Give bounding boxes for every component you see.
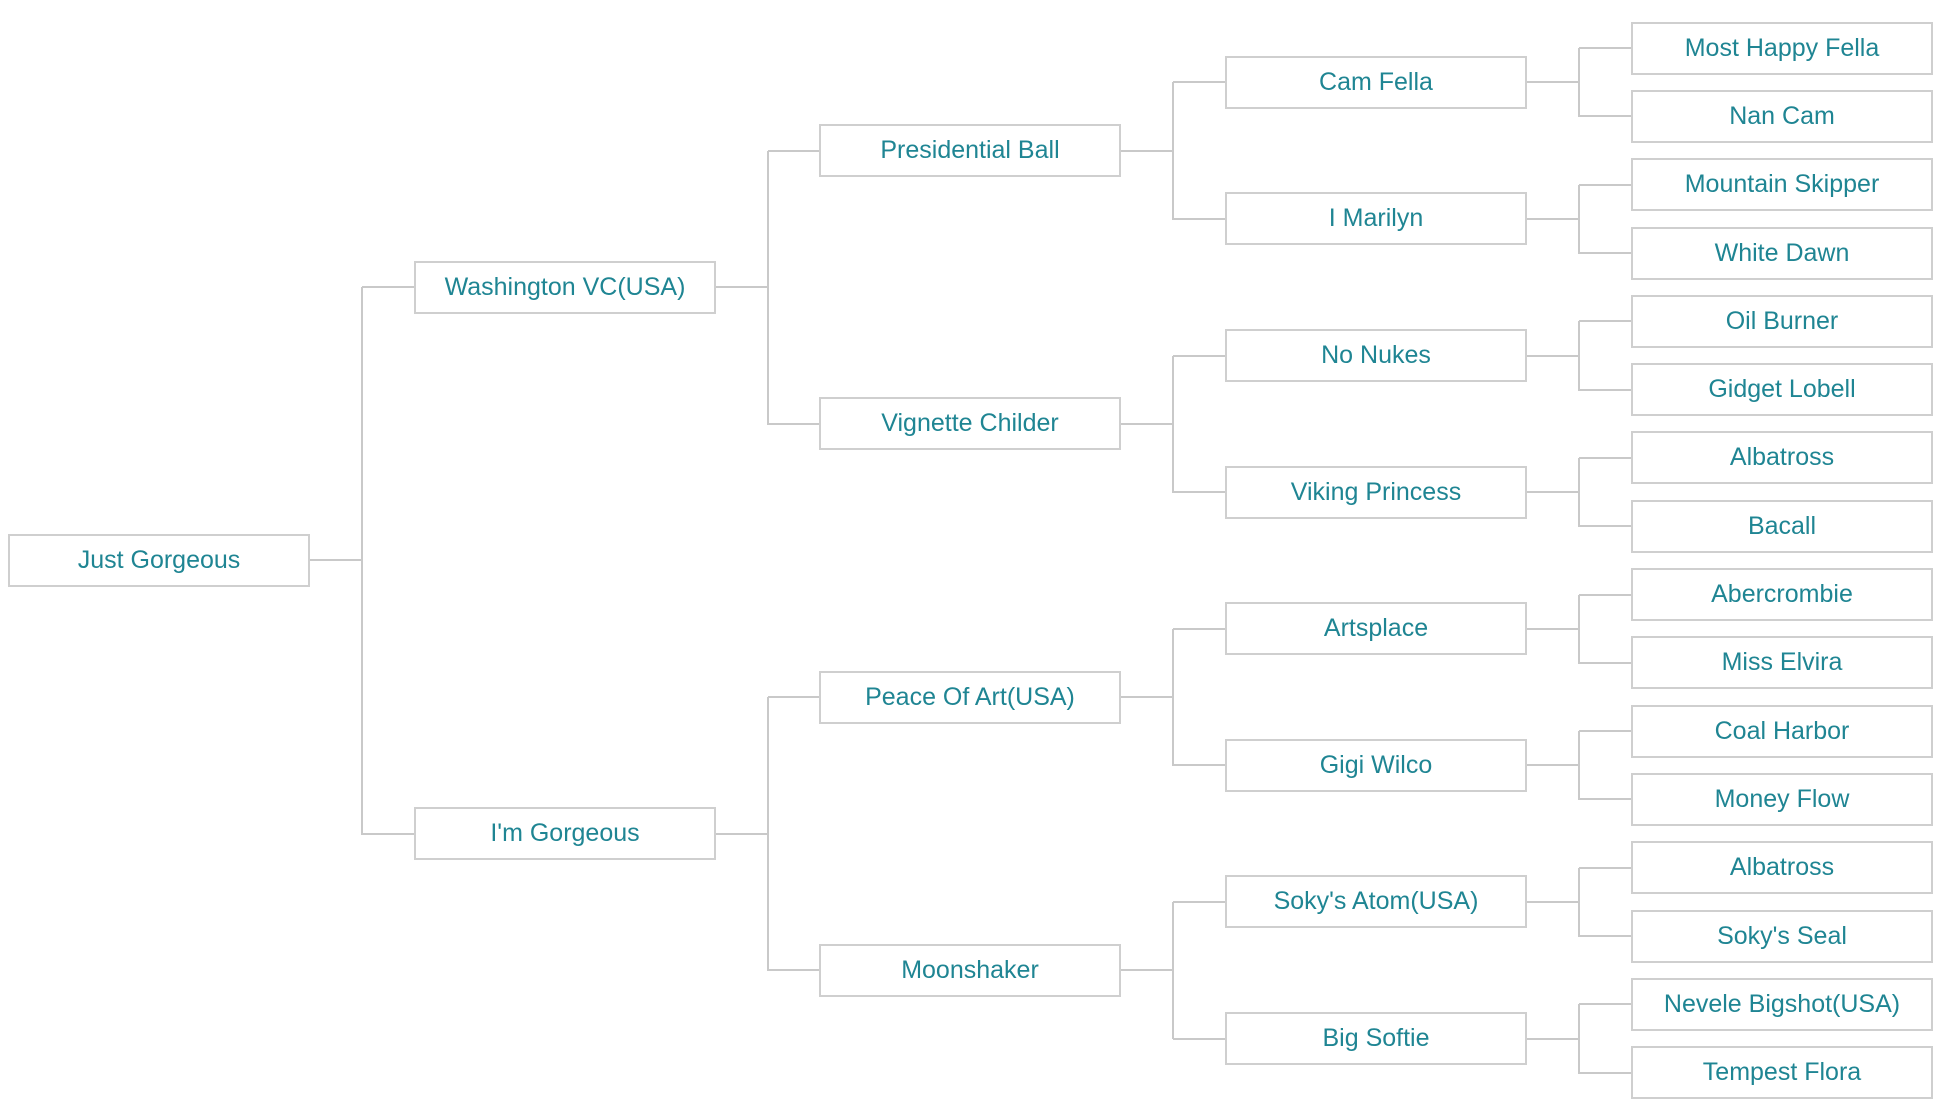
ancestor-gen4[interactable]: Most Happy Fella <box>1631 21 1933 75</box>
connector-line <box>1578 48 1580 118</box>
connector-line <box>1579 388 1631 391</box>
ancestor-gen2[interactable]: Peace Of Art(USA) <box>819 670 1121 724</box>
connector-line <box>1173 900 1225 903</box>
connector-line <box>1173 627 1225 630</box>
connector-line <box>1173 81 1225 84</box>
connector-line <box>1579 730 1631 733</box>
ancestor-gen3[interactable]: Gigi Wilco <box>1225 738 1527 792</box>
connector-line <box>768 696 819 698</box>
connector-line <box>1173 491 1225 494</box>
connector-line <box>1527 1037 1579 1040</box>
ancestor-gen4[interactable]: Oil Burner <box>1631 294 1933 348</box>
connector-line <box>1578 184 1580 255</box>
ancestor-gen3[interactable]: I Marilyn <box>1225 192 1527 246</box>
ancestor-gen4[interactable]: Miss Elvira <box>1631 636 1933 690</box>
ancestor-gen4[interactable]: Albatross <box>1631 431 1933 485</box>
connector-line <box>1579 661 1631 664</box>
connector-line <box>362 832 414 835</box>
connector-line <box>768 149 819 152</box>
connector-line <box>1579 252 1631 255</box>
ancestor-gen3[interactable]: Soky's Atom(USA) <box>1225 875 1527 929</box>
connector-line <box>1579 866 1631 869</box>
connector-line <box>1173 354 1225 357</box>
connector-line <box>1173 1037 1225 1040</box>
connector-line <box>1579 456 1631 459</box>
connector-line <box>716 286 768 289</box>
connector-line <box>361 287 363 835</box>
ancestor-gen3[interactable]: Cam Fella <box>1225 55 1527 109</box>
connector-line <box>1578 731 1580 801</box>
connector-line <box>1527 354 1579 357</box>
connector-line <box>1579 593 1631 596</box>
connector-line <box>1527 900 1579 903</box>
connector-line <box>716 832 768 835</box>
ancestor-gen3[interactable]: No Nukes <box>1225 329 1527 382</box>
connector-line <box>1527 217 1579 220</box>
connector-line <box>767 150 769 425</box>
ancestor-gen2[interactable]: Vignette Childer <box>819 397 1121 451</box>
connector-line <box>1172 901 1174 1040</box>
connector-line <box>1579 935 1631 938</box>
ancestor-gen4[interactable]: Albatross <box>1631 841 1933 895</box>
subject-horse[interactable]: Just Gorgeous <box>8 533 310 587</box>
connector-line <box>310 559 362 562</box>
connector-line <box>1579 798 1631 801</box>
connector-line <box>1172 628 1174 767</box>
connector-line <box>767 697 769 972</box>
ancestor-gen4[interactable]: Gidget Lobell <box>1631 363 1933 417</box>
connector-line <box>1579 320 1631 323</box>
ancestor-gen3[interactable]: Viking Princess <box>1225 465 1527 519</box>
ancestor-gen4[interactable]: Nan Cam <box>1631 89 1933 143</box>
connector-line <box>1121 696 1173 698</box>
connector-line <box>1121 969 1173 972</box>
ancestor-gen4[interactable]: Tempest Flora <box>1631 1046 1933 1100</box>
connector-line <box>1527 491 1579 494</box>
connector-line <box>1578 1004 1580 1074</box>
connector-line <box>1578 594 1580 664</box>
ancestor-gen4[interactable]: Bacall <box>1631 499 1933 553</box>
ancestor-gen4[interactable]: Coal Harbor <box>1631 704 1933 758</box>
connector-line <box>362 286 414 289</box>
connector-line <box>1579 1003 1631 1006</box>
ancestor-gen4[interactable]: Soky's Seal <box>1631 909 1933 963</box>
ancestor-gen3[interactable]: Big Softie <box>1225 1012 1527 1065</box>
connector-line <box>1173 764 1225 767</box>
connector-line <box>1579 47 1631 50</box>
connector-line <box>1527 627 1579 630</box>
connector-line <box>1121 422 1173 425</box>
connector-line <box>1172 355 1174 494</box>
connector-line <box>1121 149 1173 152</box>
connector-line <box>1173 217 1225 220</box>
ancestor-gen4[interactable]: Money Flow <box>1631 772 1933 826</box>
connector-line <box>1527 81 1579 84</box>
connector-line <box>1172 82 1174 220</box>
connector-line <box>1579 115 1631 118</box>
connector-line <box>1579 183 1631 186</box>
ancestor-gen4[interactable]: Abercrombie <box>1631 568 1933 622</box>
ancestor-gen2[interactable]: Presidential Ball <box>819 124 1121 178</box>
ancestor-gen4[interactable]: Nevele Bigshot(USA) <box>1631 977 1933 1031</box>
ancestor-gen4[interactable]: Mountain Skipper <box>1631 158 1933 212</box>
ancestor-gen2[interactable]: Moonshaker <box>819 943 1121 997</box>
ancestor-gen3[interactable]: Artsplace <box>1225 602 1527 656</box>
connector-line <box>1579 1071 1631 1074</box>
connector-line <box>1579 525 1631 528</box>
ancestor-gen1[interactable]: Washington VC(USA) <box>414 260 716 314</box>
connector-line <box>768 422 819 425</box>
connector-line <box>1578 321 1580 391</box>
ancestor-gen1[interactable]: I'm Gorgeous <box>414 807 716 861</box>
connector-line <box>1527 764 1579 767</box>
ancestor-gen4[interactable]: White Dawn <box>1631 226 1933 280</box>
connector-line <box>1578 457 1580 528</box>
connector-line <box>1578 867 1580 938</box>
connector-line <box>768 969 819 972</box>
